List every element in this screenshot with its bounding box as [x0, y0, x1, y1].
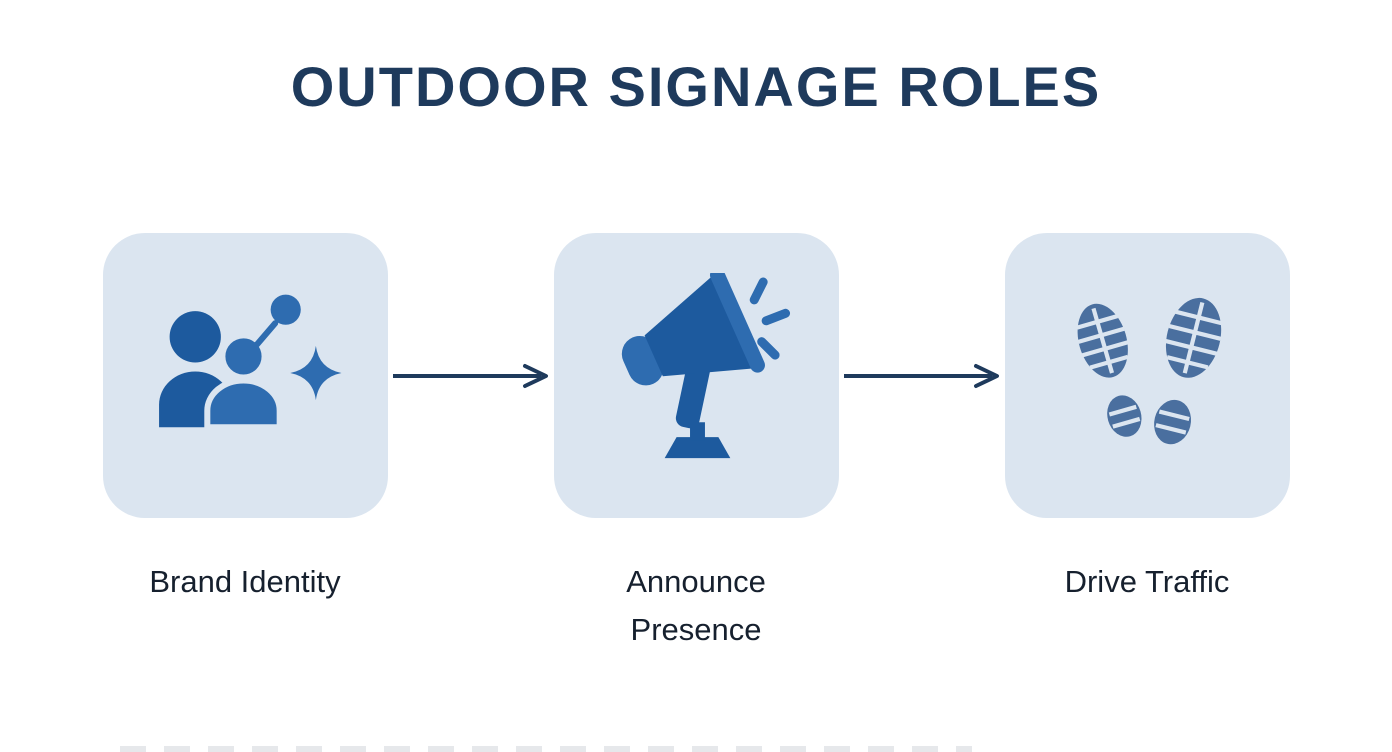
arrow-right-icon	[388, 362, 554, 390]
flow-diagram: Brand Identity	[0, 233, 1392, 654]
step-announce-presence: Announce Presence	[553, 233, 839, 654]
step-label-brand-identity: Brand Identity	[149, 564, 341, 599]
page-title: OUTDOOR SIGNAGE ROLES	[290, 55, 1102, 118]
bottom-crop-artifact	[120, 746, 972, 752]
arrow-right-icon	[839, 362, 1005, 390]
step-box-announce-presence	[553, 233, 839, 518]
audience-sparkle-icon	[147, 285, 343, 466]
step-label-drive-traffic: Drive Traffic	[1064, 564, 1230, 599]
footprints-icon	[1049, 275, 1245, 476]
megaphone-icon	[596, 267, 796, 478]
step-box-drive-traffic	[1004, 233, 1290, 518]
step-box-brand-identity	[102, 233, 388, 518]
step-brand-identity: Brand Identity	[102, 233, 388, 606]
step-label-announce-presence: Announce Presence	[626, 564, 766, 648]
step-drive-traffic: Drive Traffic	[1004, 233, 1290, 606]
